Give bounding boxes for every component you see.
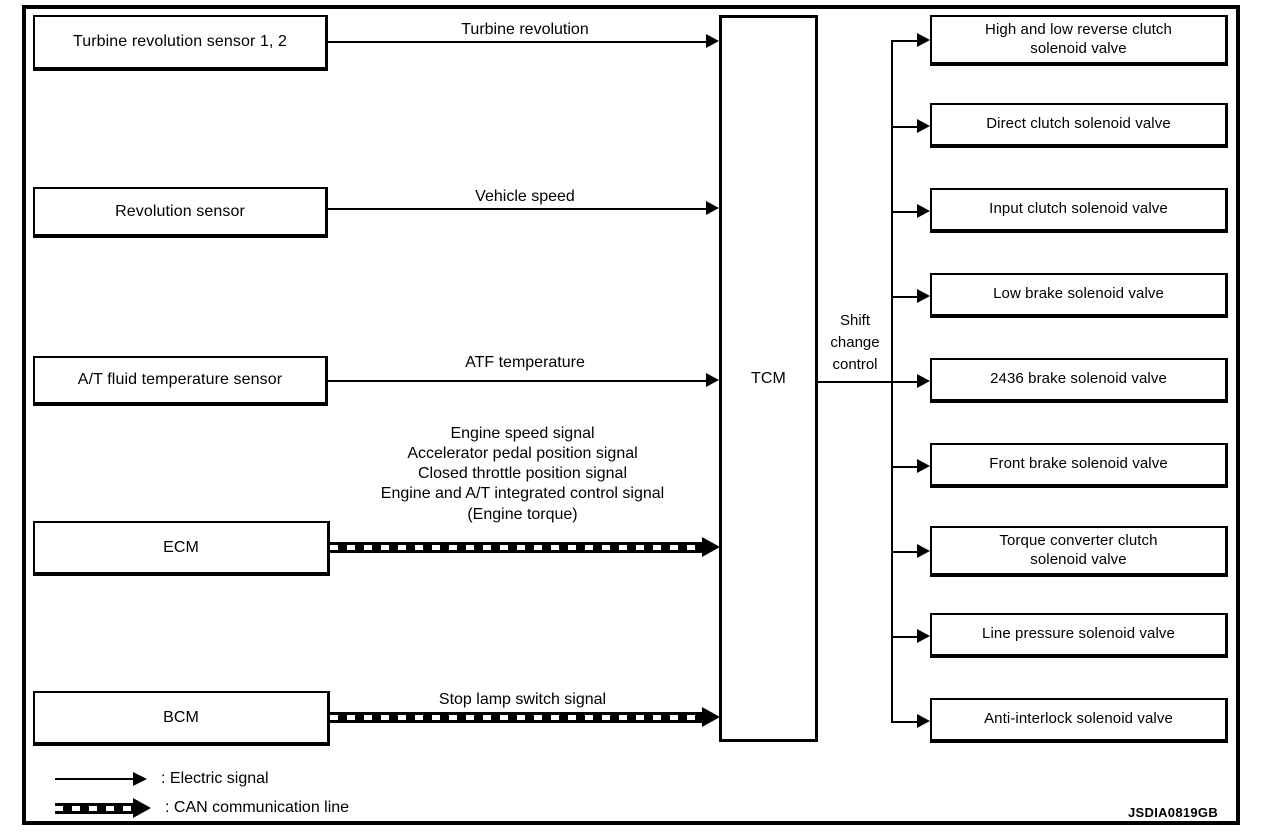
arrow-icon-ecm-can bbox=[702, 537, 720, 557]
input-box-at-fluid-temperature-sensor[interactable]: A/T fluid temperature sensor bbox=[33, 356, 328, 406]
output-box-low-brake-solenoid-valve[interactable]: Low brake solenoid valve bbox=[930, 273, 1228, 318]
output-box-label: Front brake solenoid valve bbox=[989, 455, 1168, 473]
signal-label-bcm: Stop lamp switch signal bbox=[438, 691, 607, 708]
solid-arrowhead-icon bbox=[133, 772, 147, 786]
legend-label-electric-signal: : Electric signal bbox=[161, 770, 269, 787]
arrow-icon-output-6 bbox=[917, 459, 930, 473]
reference-code: JSDIA0819GB bbox=[1128, 805, 1219, 820]
output-box-line-pressure-solenoid-valve[interactable]: Line pressure solenoid valve bbox=[930, 613, 1228, 658]
branch-line-output-7 bbox=[891, 551, 923, 553]
output-bus-line bbox=[891, 40, 893, 721]
arrow-icon-output-2 bbox=[917, 119, 930, 133]
solid-arrow-icon bbox=[55, 778, 133, 780]
output-box-2436-brake-solenoid-valve[interactable]: 2436 brake solenoid valve bbox=[930, 358, 1228, 403]
signal-line-vehicle-speed bbox=[328, 208, 710, 210]
output-box-high-low-reverse-clutch-solenoid-valve[interactable]: High and low reverse clutch solenoid val… bbox=[930, 15, 1228, 66]
branch-line-output-3 bbox=[891, 211, 923, 213]
arrow-icon-output-1 bbox=[917, 33, 930, 47]
arrow-icon-output-8 bbox=[917, 629, 930, 643]
diagram-frame bbox=[22, 5, 1240, 825]
legend-row-can-communication-line: : CAN communication line bbox=[55, 798, 349, 818]
legend-row-electric-signal: : Electric signal bbox=[55, 770, 269, 788]
can-line-ecm bbox=[330, 542, 704, 553]
input-box-label: Revolution sensor bbox=[115, 202, 245, 220]
arrow-icon-bcm-can bbox=[702, 707, 720, 727]
input-box-revolution-sensor[interactable]: Revolution sensor bbox=[33, 187, 328, 238]
arrow-icon-output-9 bbox=[917, 714, 930, 728]
signal-label-turbine-revolution: Turbine revolution bbox=[461, 21, 589, 38]
legend-label-can-communication-line: : CAN communication line bbox=[165, 799, 350, 816]
branch-line-output-8 bbox=[891, 636, 923, 638]
arrow-icon-output-7 bbox=[917, 544, 930, 558]
output-box-label: Torque converter clutch solenoid valve bbox=[999, 531, 1158, 568]
signal-label-atf-temperature: ATF temperature bbox=[465, 354, 585, 371]
output-box-label: Low brake solenoid valve bbox=[993, 285, 1164, 303]
signal-line-turbine-revolution bbox=[328, 41, 710, 43]
arrow-icon-output-3 bbox=[917, 204, 930, 218]
connector-tcm-to-output-bus bbox=[818, 381, 893, 383]
output-box-torque-converter-clutch-solenoid-valve[interactable]: Torque converter clutch solenoid valve bbox=[930, 526, 1228, 577]
arrow-icon-output-5 bbox=[917, 374, 930, 388]
branch-line-output-6 bbox=[891, 466, 923, 468]
output-box-label: High and low reverse clutch solenoid val… bbox=[985, 20, 1172, 57]
arrow-icon-atf-temperature bbox=[706, 373, 719, 387]
arrow-icon-output-4 bbox=[917, 289, 930, 303]
branch-line-output-1 bbox=[891, 40, 923, 42]
arrow-icon-turbine-revolution bbox=[706, 34, 719, 48]
input-box-label: BCM bbox=[163, 708, 199, 726]
output-box-label: Anti-interlock solenoid valve bbox=[984, 710, 1173, 728]
input-box-turbine-revolution-sensor[interactable]: Turbine revolution sensor 1, 2 bbox=[33, 15, 328, 71]
input-box-label: A/T fluid temperature sensor bbox=[77, 371, 283, 388]
controller-label: TCM bbox=[751, 369, 786, 387]
signal-label-vehicle-speed: Vehicle speed bbox=[475, 188, 575, 205]
controller-box-tcm[interactable]: TCM bbox=[719, 15, 818, 742]
branch-line-output-5 bbox=[891, 381, 923, 383]
output-box-label: Direct clutch solenoid valve bbox=[986, 115, 1171, 133]
output-box-label: Line pressure solenoid valve bbox=[982, 625, 1175, 643]
signal-line-atf-temperature bbox=[328, 380, 710, 382]
dashed-arrow-icon bbox=[55, 802, 133, 814]
branch-line-output-4 bbox=[891, 296, 923, 298]
output-box-label: 2436 brake solenoid valve bbox=[990, 370, 1167, 388]
shift-change-control-label: Shift change control bbox=[830, 312, 880, 373]
output-box-input-clutch-solenoid-valve[interactable]: Input clutch solenoid valve bbox=[930, 188, 1228, 233]
output-box-anti-interlock-solenoid-valve[interactable]: Anti-interlock solenoid valve bbox=[930, 698, 1228, 743]
can-line-bcm bbox=[330, 712, 704, 723]
signal-label-ecm: Engine speed signal Accelerator pedal po… bbox=[380, 425, 665, 523]
output-box-front-brake-solenoid-valve[interactable]: Front brake solenoid valve bbox=[930, 443, 1228, 488]
input-box-label: Turbine revolution sensor 1, 2 bbox=[72, 33, 288, 50]
input-box-label: ECM bbox=[163, 538, 199, 556]
branch-line-output-2 bbox=[891, 126, 923, 128]
dashed-arrowhead-icon bbox=[133, 798, 151, 818]
input-box-ecm[interactable]: ECM bbox=[33, 521, 330, 576]
output-box-label: Input clutch solenoid valve bbox=[989, 200, 1168, 218]
output-box-direct-clutch-solenoid-valve[interactable]: Direct clutch solenoid valve bbox=[930, 103, 1228, 148]
input-box-bcm[interactable]: BCM bbox=[33, 691, 330, 746]
branch-line-output-9 bbox=[891, 721, 923, 723]
arrow-icon-vehicle-speed bbox=[706, 201, 719, 215]
